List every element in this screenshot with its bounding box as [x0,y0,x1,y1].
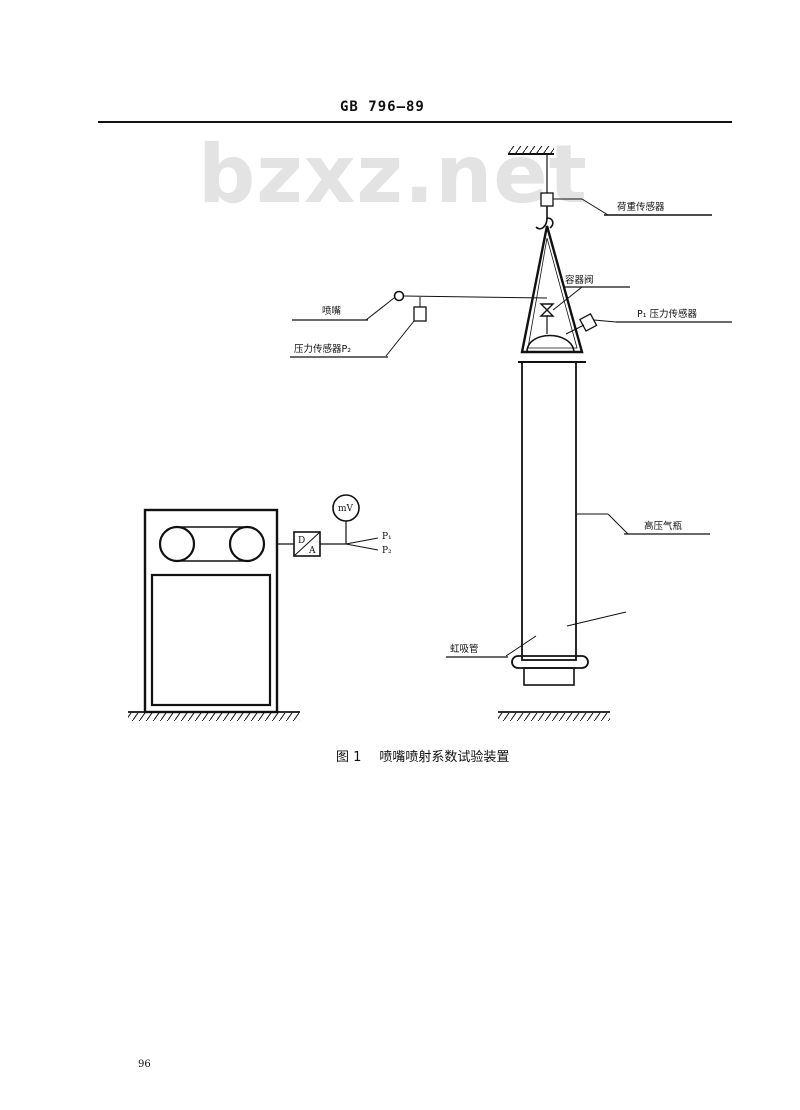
p1-pressure-sensor [565,313,732,335]
load-sensor [540,192,712,216]
standard-code: GB 796—89 [340,99,425,115]
header-rule [98,121,732,123]
sling-frame [518,225,586,363]
high-pressure-cylinder [511,361,710,686]
millivolt-meter [332,494,379,551]
siphon-tube [446,611,627,658]
watermark-text: bzxz.net [198,128,588,221]
p1-input-label: P₁ [382,532,392,542]
container-valve [539,286,630,334]
figure-number: 图 1 [336,750,362,765]
p2-sensor-label: 压力传感器P₂ [294,343,351,355]
da-label-bottom: A [308,546,316,556]
nozzle-label: 喷嘴 [322,306,342,317]
hook [535,206,554,230]
cylinder-cap [526,334,575,353]
p1-sensor-label: P₁ 压力传感器 [637,308,698,320]
container-valve-label: 容器阀 [565,274,594,286]
da-converter [277,531,346,557]
cylinder-floor [498,711,610,721]
recorder-cabinet [143,508,279,714]
ceiling-mount [508,146,554,193]
nozzle-assembly [290,290,548,358]
page-number: 96 [138,1059,151,1070]
da-label-top: D [298,536,305,546]
cylinder-label: 高压气瓶 [644,520,683,532]
meter-label: mV [338,504,354,514]
p2-input-label: P₂ [382,546,392,556]
figure-title: 喷嘴喷射系数试验装置 [379,750,510,765]
load-sensor-label: 荷重传感器 [617,201,665,213]
recorder-floor [128,711,300,721]
siphon-label: 虹吸管 [450,643,479,655]
figure-caption: 图 1 喷嘴喷射系数试验装置 [336,746,509,765]
